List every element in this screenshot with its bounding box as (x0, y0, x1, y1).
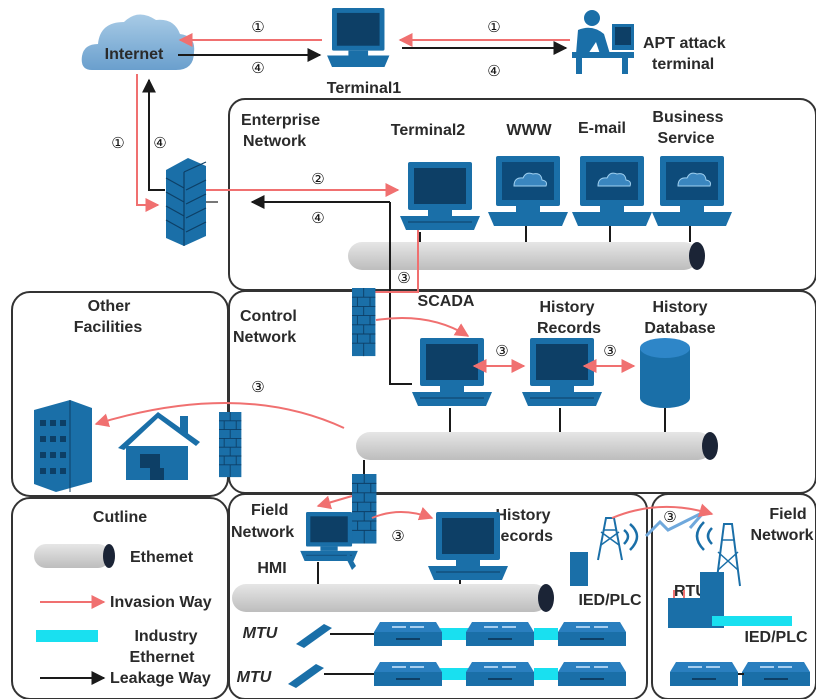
wireless-link-icon (644, 510, 706, 538)
terminal2-label: Terminal2 (391, 122, 466, 139)
step-3-label: ③ (495, 342, 508, 360)
legend-title: Cutline (93, 509, 147, 526)
legend-industry-swatch (36, 630, 98, 642)
invasion-arrow-control-facilities (94, 401, 345, 429)
scada-label: SCADA (418, 293, 475, 310)
www-label: WWW (506, 122, 552, 139)
ied-plc2-label: IED/PLC (744, 629, 808, 646)
apt-attacker-icon (572, 10, 634, 74)
legend-leakage-label: Leakage Way (110, 670, 211, 687)
enterprise-ethernet-bus (348, 242, 698, 270)
field-history-label-line2: Records (489, 528, 553, 545)
mtu-device-icon (288, 664, 324, 688)
firewall-icon (351, 287, 376, 357)
history-records-computer-icon (521, 337, 603, 407)
internet-cloud-icon (81, 14, 195, 70)
terminal1-icon (327, 8, 390, 68)
building-icon (34, 400, 92, 492)
mtu-label-1: MTU (243, 625, 278, 642)
mtu-device-icon (296, 624, 332, 648)
history-db-label-line1: History (652, 299, 707, 316)
other-facilities-box (11, 291, 229, 497)
terminal2-icon (399, 161, 481, 231)
switch-icon (373, 661, 443, 687)
control-label-line2: Network (233, 329, 296, 346)
control-label-line1: Control (240, 308, 297, 325)
legend-ethernet-swatch (34, 544, 110, 568)
field-label-line2: Network (231, 524, 294, 541)
legend-ethernet-label: Ethemet (130, 549, 194, 566)
legend-box (11, 497, 229, 699)
history-records-label-line2: Records (537, 320, 601, 337)
step-1-label: ① (111, 134, 124, 152)
step-1-label: ① (487, 18, 500, 36)
step-3-label: ③ (391, 527, 404, 545)
radio-tower-icon (695, 521, 741, 587)
field-ethernet-bus (232, 584, 548, 612)
legend-industry-label-line1: Industry (134, 628, 197, 645)
hmi-computer-icon (299, 511, 359, 562)
ied-plc-label: IED/PLC (578, 592, 642, 609)
business-label-line1: Business (652, 109, 723, 126)
field-history-label-line1: History (495, 507, 550, 524)
field-network-2-box (651, 493, 816, 699)
switch-icon (741, 661, 811, 687)
terminal1-label: Terminal1 (327, 80, 402, 97)
www-server-icon (487, 155, 569, 227)
enterprise-label-line2: Network (243, 133, 306, 150)
history-db-label-line2: Database (644, 320, 715, 337)
enterprise-label-line1: Enterprise (241, 112, 320, 129)
switch-icon (465, 661, 535, 687)
mtu-label-2: MTU (237, 669, 272, 686)
step-4-label: ④ (311, 209, 324, 227)
step-3-label: ③ (603, 342, 616, 360)
email-server-icon (571, 155, 653, 227)
firewall-icon (351, 473, 377, 545)
invasion-path-internet-firewall (136, 74, 160, 212)
business-label-line2: Service (658, 130, 715, 147)
house-icon (118, 412, 200, 480)
legend-invasion-label: Invasion Way (110, 594, 212, 611)
field-history-computer-icon (427, 511, 509, 581)
step-4-label: ④ (487, 62, 500, 80)
other-facilities-label-line1: Other (88, 298, 131, 315)
apt-label-line2: terminal (652, 56, 714, 73)
radio-tower-icon (570, 517, 639, 586)
step-3-label: ③ (251, 378, 264, 396)
legend-industry-label-line2: Ethernet (130, 649, 196, 666)
switch-icon (373, 621, 443, 647)
step-4-label: ④ (153, 134, 166, 152)
step-3-label: ③ (397, 269, 410, 287)
step-2-label: ② (311, 170, 324, 188)
hmi-label: HMI (257, 560, 286, 577)
apt-label-line1: APT attack (643, 35, 726, 52)
scada-computer-icon (411, 337, 493, 407)
other-facilities-label-line2: Facilities (74, 319, 143, 336)
field-label-line1: Field (251, 502, 288, 519)
step-3-label: ③ (663, 508, 676, 526)
industry-ethernet-bar (712, 616, 792, 626)
history-database-icon (640, 338, 690, 408)
switch-icon (669, 661, 739, 687)
step-1-label: ① (251, 18, 264, 36)
rtu-label: RTU (674, 583, 707, 600)
leakage-path-firewall-internet (142, 78, 165, 191)
control-ethernet-bus (356, 432, 712, 460)
firewall-icon (165, 158, 207, 246)
step-4-label: ④ (251, 59, 264, 77)
business-server-icon (651, 155, 733, 227)
field2-label-line1: Field (769, 506, 806, 523)
field2-label-line2: Network (750, 527, 813, 544)
firewall-icon (218, 411, 242, 478)
switch-icon (557, 621, 627, 647)
switch-icon (557, 661, 627, 687)
internet-label: Internet (105, 46, 164, 63)
history-records-label-line1: History (539, 299, 594, 316)
email-label: E-mail (578, 120, 626, 137)
switch-icon (465, 621, 535, 647)
invasion-arrow-fw-scada (375, 317, 470, 337)
